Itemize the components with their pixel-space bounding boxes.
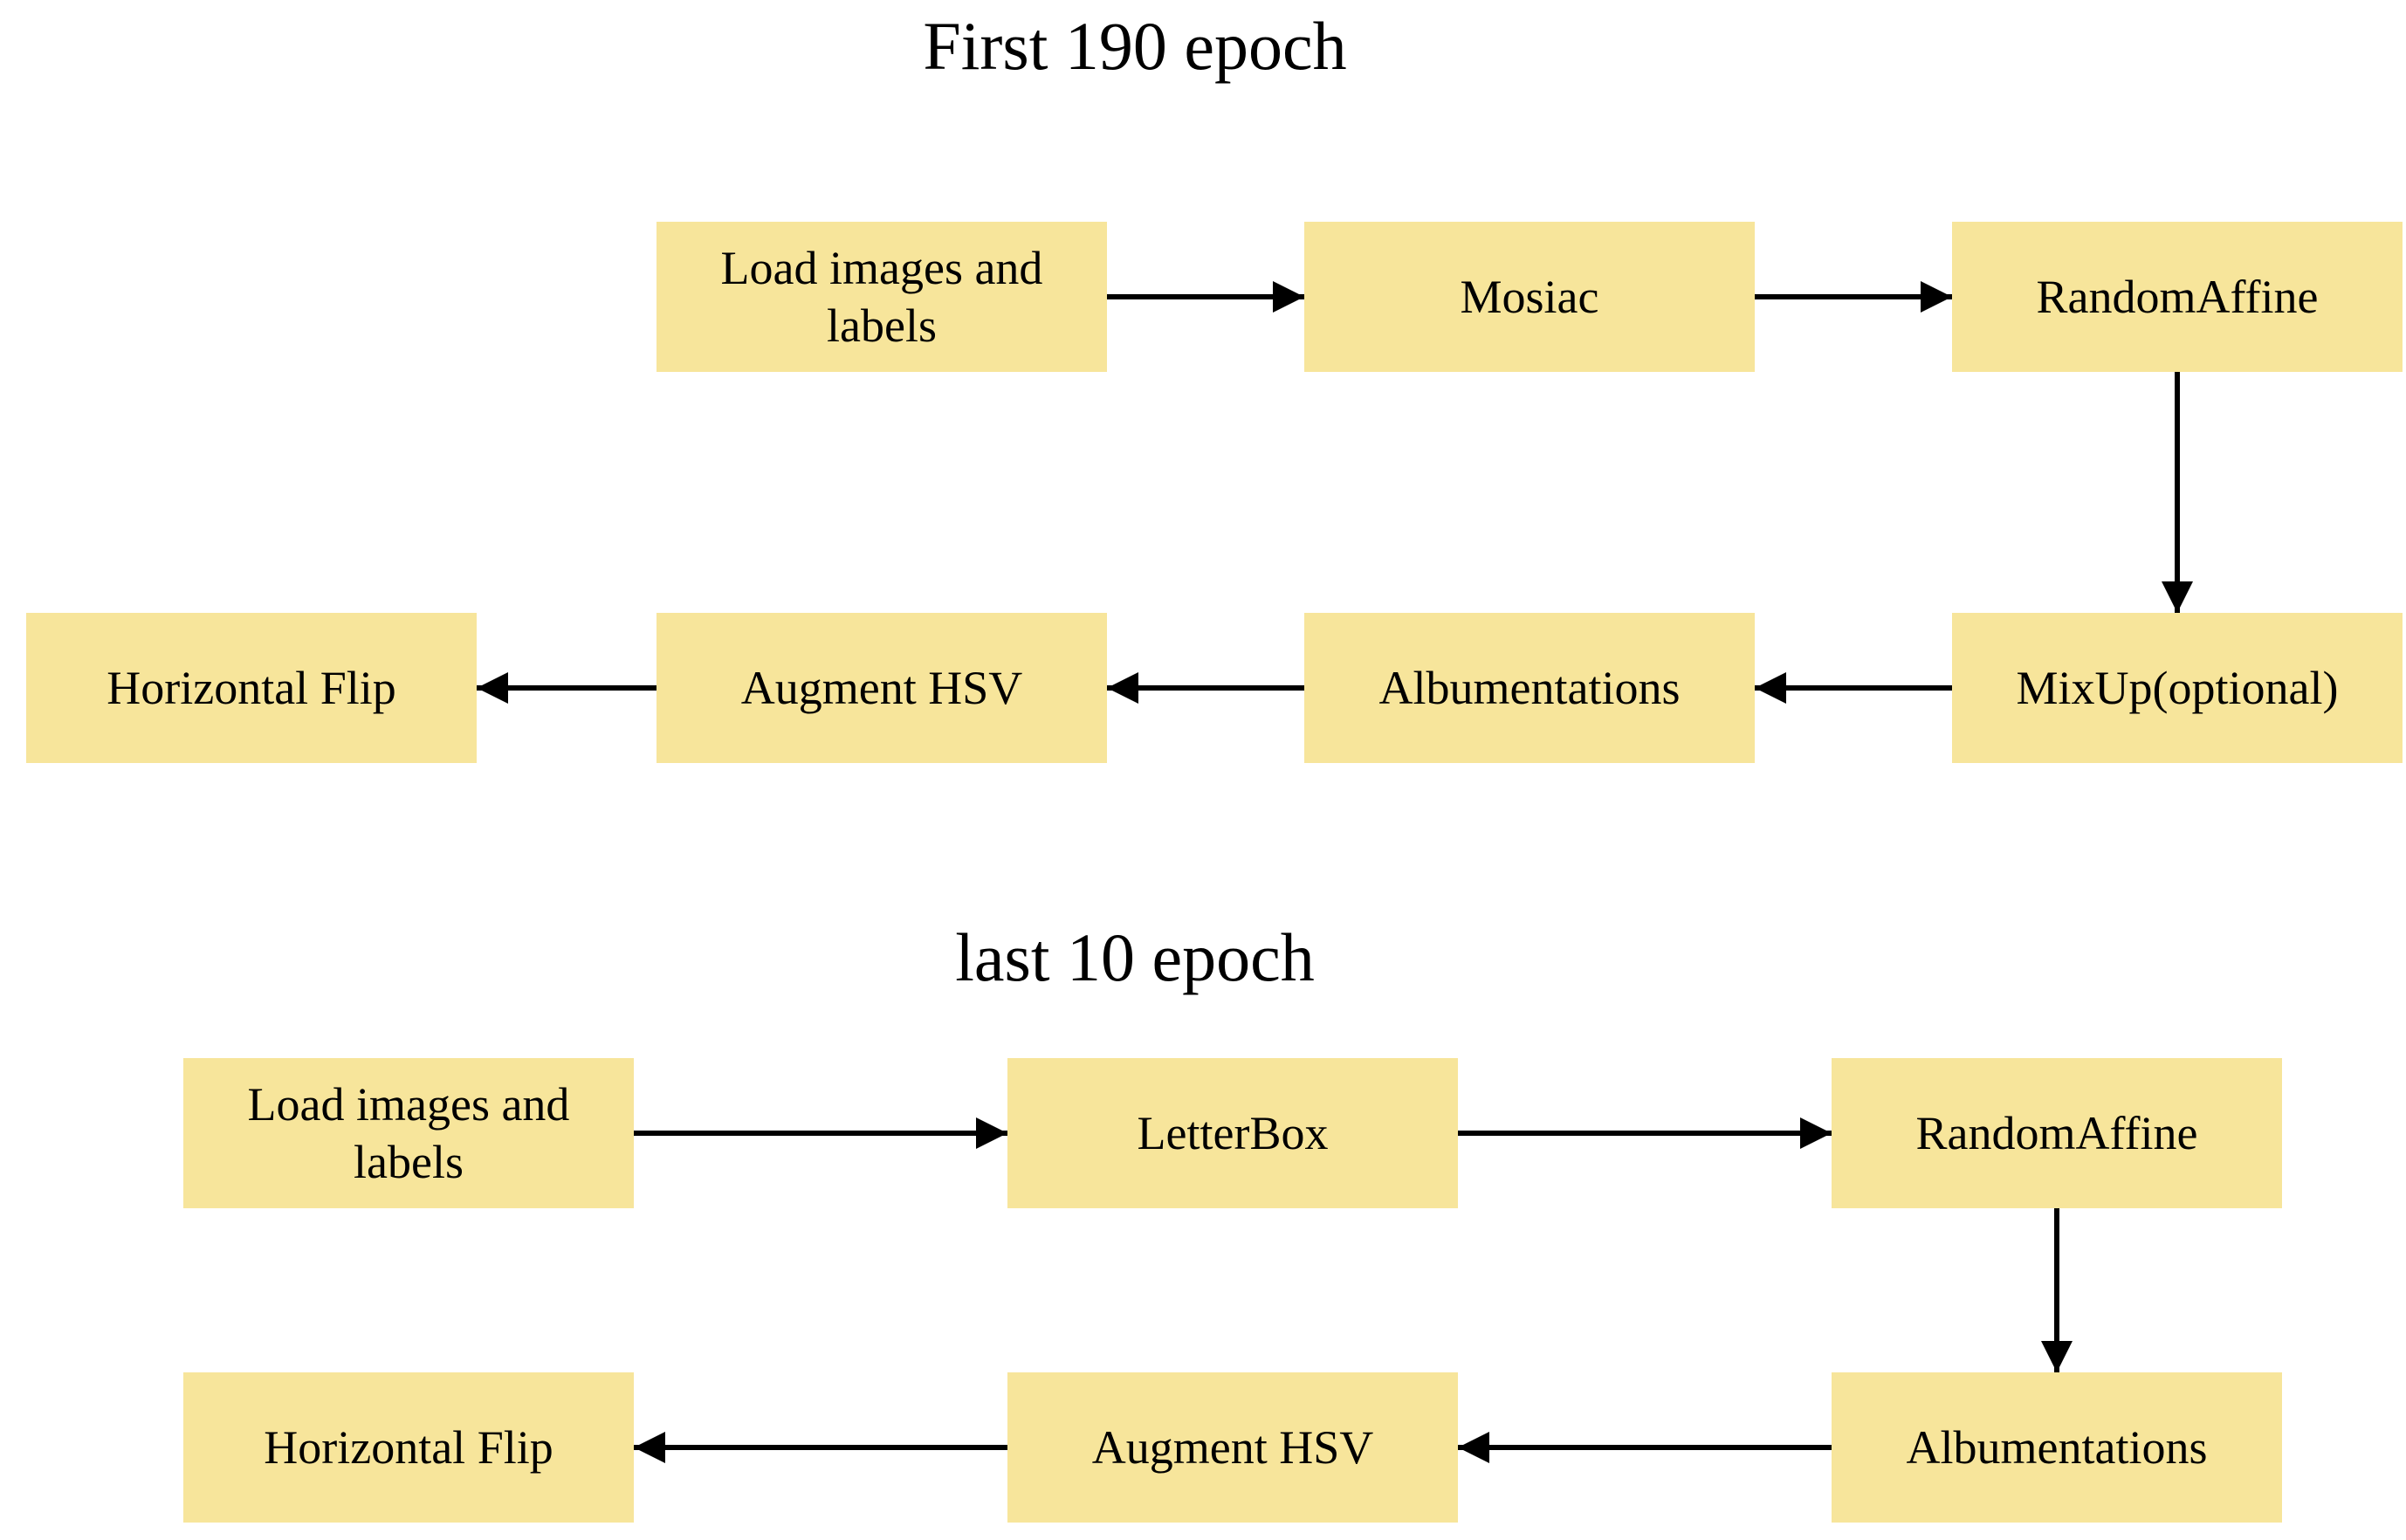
- s2-box-random-affine-label: RandomAffine: [1915, 1107, 2198, 1159]
- s1-box-mixup-label: MixUp(optional): [2016, 662, 2339, 714]
- s2-box-albumentations-label: Albumentations: [1906, 1421, 2208, 1474]
- s2-box-letterbox: LetterBox: [1007, 1058, 1458, 1208]
- s2-box-load-images-label: Load images and labels: [247, 1078, 570, 1188]
- s2-box-letterbox-label: LetterBox: [1137, 1107, 1329, 1159]
- s2-box-horizontal-flip: Horizontal Flip: [183, 1372, 634, 1523]
- s1-box-random-affine: RandomAffine: [1952, 222, 2403, 372]
- s2-box-augment-hsv-label: Augment HSV: [1091, 1421, 1374, 1474]
- s1-box-mixup: MixUp(optional): [1952, 613, 2403, 763]
- s1-box-random-affine-label: RandomAffine: [2036, 271, 2319, 323]
- s1-box-load-images-label: Load images and labels: [720, 242, 1043, 352]
- s2-box-load-images: Load images and labels: [183, 1058, 634, 1208]
- s1-box-mosiac: Mosiac: [1304, 222, 1755, 372]
- s1-box-load-images: Load images and labels: [656, 222, 1107, 372]
- s1-box-horizontal-flip: Horizontal Flip: [26, 613, 477, 763]
- s1-box-augment-hsv: Augment HSV: [656, 613, 1107, 763]
- s2-box-random-affine: RandomAffine: [1832, 1058, 2282, 1208]
- s1-box-augment-hsv-label: Augment HSV: [740, 662, 1023, 714]
- section-title-last-10-epoch: last 10 epoch: [955, 919, 1315, 995]
- s1-box-horizontal-flip-label: Horizontal Flip: [107, 662, 396, 714]
- s1-box-albumentations-label: Albumentations: [1378, 662, 1681, 714]
- section-title-first-190-epoch: First 190 epoch: [923, 8, 1347, 84]
- s1-box-albumentations: Albumentations: [1304, 613, 1755, 763]
- s2-box-augment-hsv: Augment HSV: [1007, 1372, 1458, 1523]
- s1-box-mosiac-label: Mosiac: [1460, 271, 1599, 323]
- s2-box-albumentations: Albumentations: [1832, 1372, 2282, 1523]
- s2-box-horizontal-flip-label: Horizontal Flip: [264, 1421, 553, 1474]
